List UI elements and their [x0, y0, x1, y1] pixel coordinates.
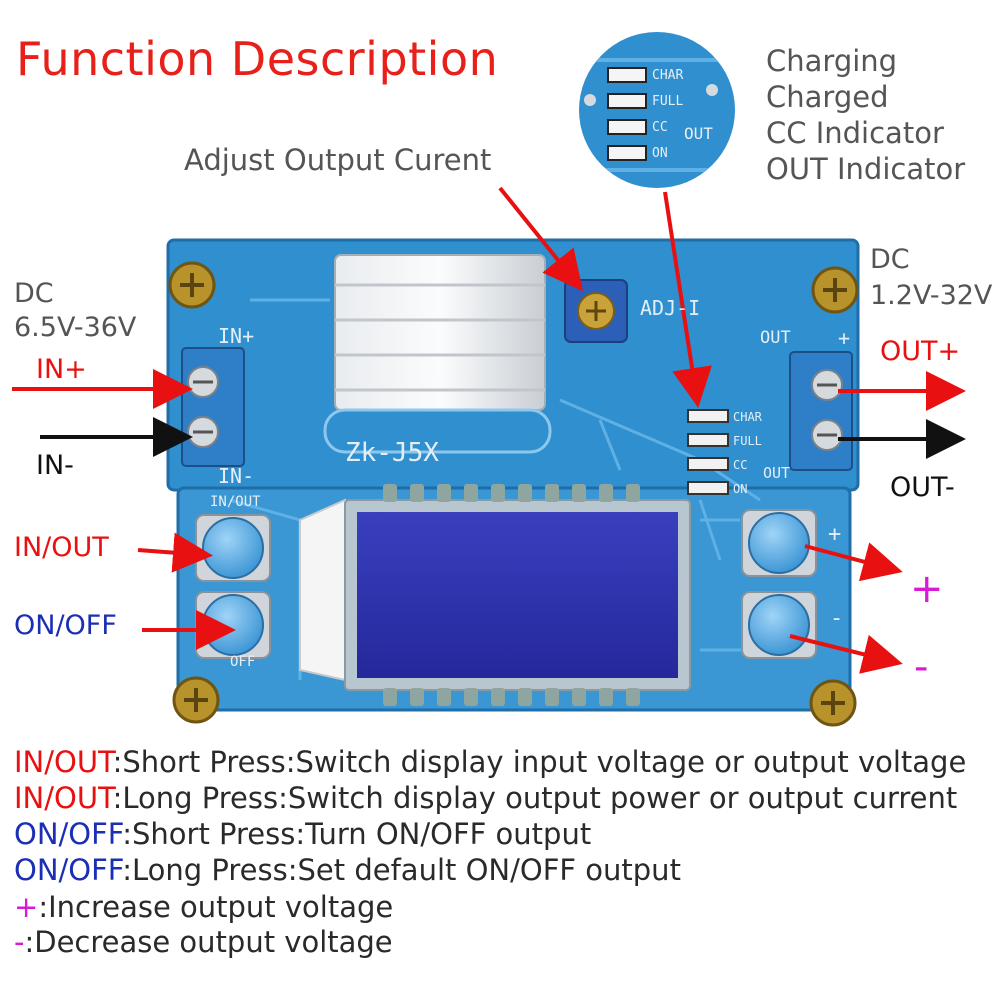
silk-out-plus: +: [838, 326, 851, 350]
legend-key: -: [14, 925, 25, 959]
silk-off: OFF: [230, 654, 256, 670]
legend-key: ON/OFF: [14, 817, 123, 851]
on-off-button[interactable]: [195, 591, 271, 659]
in-minus-label: IN-: [36, 450, 74, 481]
indicator-cc-label: CC Indicator: [766, 116, 944, 150]
led-inset-magnifier: [579, 32, 735, 188]
screw-icon: [168, 261, 859, 727]
board-led-indicators: [687, 409, 729, 495]
indicator-charging-label: Charging: [766, 44, 898, 78]
legend-row-3: ON/OFF:Short Press:Turn ON/OFF output: [14, 817, 591, 851]
in-out-label: IN/OUT: [14, 532, 109, 563]
out-plus-label: OUT+: [880, 336, 961, 367]
indicator-out-label: OUT Indicator: [766, 152, 966, 186]
legend-key: ON/OFF: [14, 853, 123, 887]
silk-btn-plus: +: [828, 522, 842, 547]
inset-led-char: CHAR: [652, 68, 684, 83]
legend-text: :Long Press:Switch display output power …: [112, 781, 958, 815]
silk-led-char: CHAR: [733, 410, 762, 424]
inset-led-cc: CC: [652, 120, 668, 135]
silk-in-plus: IN+: [218, 324, 255, 348]
legend-text: :Long Press:Set default ON/OFF output: [122, 853, 681, 887]
lcd-pins: [383, 484, 640, 706]
silk-in-out: IN/OUT: [210, 494, 261, 510]
legend-row-4: ON/OFF:Long Press:Set default ON/OFF out…: [14, 853, 681, 887]
lcd-display: [299, 498, 691, 691]
in-plus-label: IN+: [36, 354, 87, 385]
silk-btn-minus: -: [830, 606, 844, 631]
callout-arrows: [12, 186, 966, 674]
legend-text: :Short Press:Turn ON/OFF output: [122, 817, 592, 851]
adjust-current-label: Adjust Output Curent: [184, 143, 492, 177]
dc-in-range: 6.5V-36V: [14, 312, 137, 343]
silk-out: OUT: [760, 328, 791, 348]
board-model: Zk-J5X: [345, 438, 439, 468]
output-terminal-block: [789, 351, 853, 471]
silk-led-full: FULL: [733, 434, 762, 448]
minus-label: -: [914, 644, 929, 690]
dc-out-range: 1.2V-32V: [870, 280, 993, 311]
page-title: Function Description: [16, 32, 499, 86]
silk-led-out: OUT: [763, 464, 791, 482]
indicator-charged-label: Charged: [766, 80, 889, 114]
silk-adj-i: ADJ-I: [640, 296, 701, 320]
legend-text: :Increase output voltage: [38, 890, 394, 924]
inset-led-out: OUT: [684, 124, 713, 143]
inset-led-full: FULL: [652, 94, 684, 109]
on-off-label: ON/OFF: [14, 610, 117, 641]
potentiometer-icon: [564, 279, 628, 343]
heatsink: [334, 254, 546, 411]
legend-row-5: +:Increase output voltage: [14, 890, 393, 924]
in-out-button[interactable]: [195, 514, 271, 582]
minus-button[interactable]: [741, 591, 817, 659]
plus-button[interactable]: [741, 509, 817, 577]
legend-key: IN/OUT: [14, 745, 113, 779]
silk-in-minus: IN-: [218, 464, 255, 488]
dc-out-label: DC: [870, 244, 910, 275]
legend-key: +: [14, 890, 39, 924]
plus-label: +: [910, 566, 944, 612]
silk-led-on: ON: [733, 482, 748, 496]
inset-led-on: ON: [652, 146, 668, 161]
inductor-outline: [323, 408, 552, 454]
input-terminal-block: [181, 347, 245, 467]
dc-in-label: DC: [14, 278, 54, 309]
legend-row-1: IN/OUT:Short Press:Switch display input …: [14, 745, 966, 779]
legend-text: :Decrease output voltage: [24, 925, 393, 959]
legend-row-2: IN/OUT:Long Press:Switch display output …: [14, 781, 957, 815]
out-minus-label: OUT-: [890, 472, 955, 503]
legend-text: :Short Press:Switch display input voltag…: [112, 745, 967, 779]
silk-led-cc: CC: [733, 458, 748, 472]
legend-key: IN/OUT: [14, 781, 113, 815]
legend-row-6: -:Decrease output voltage: [14, 925, 393, 959]
